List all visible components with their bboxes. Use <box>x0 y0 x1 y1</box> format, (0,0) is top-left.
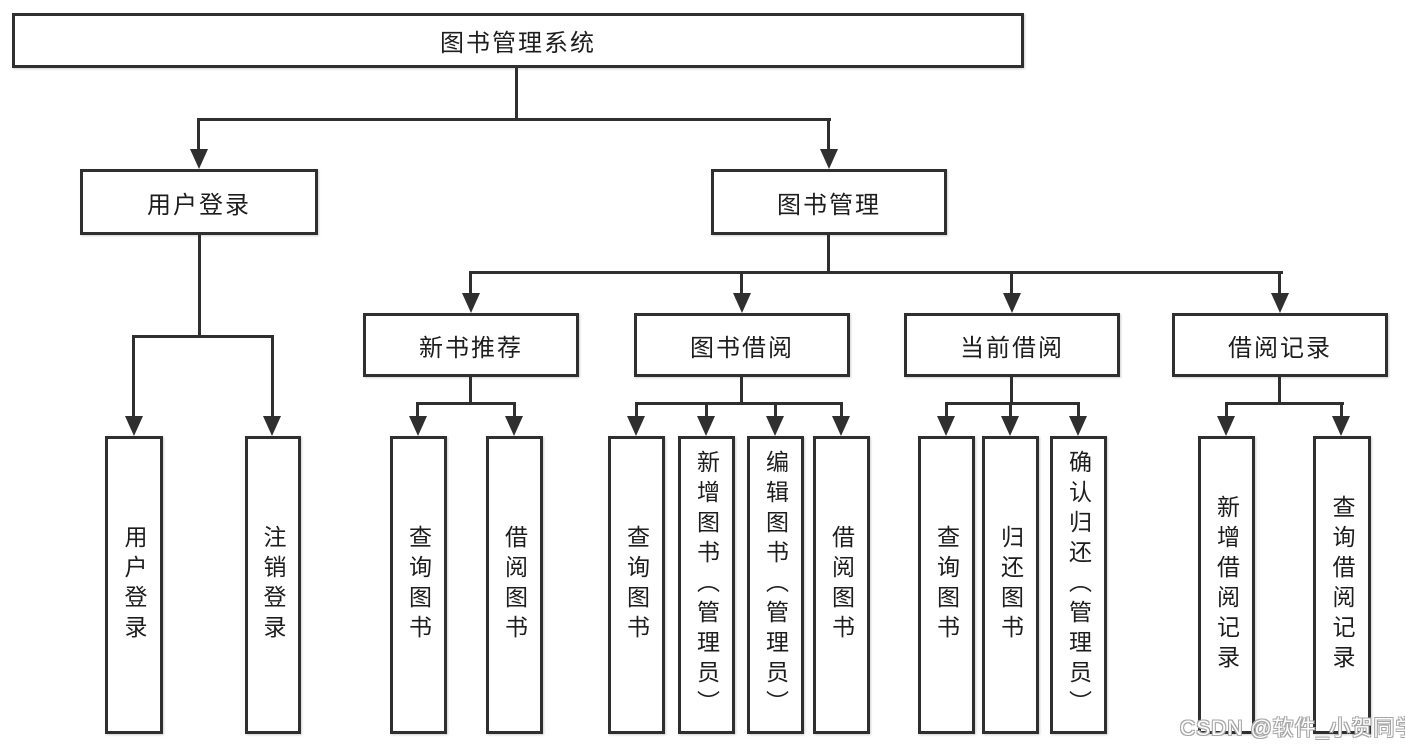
node-new-book-recommendation: 新书推荐 <box>363 313 579 377</box>
arrow-down-icon <box>409 416 427 436</box>
connector-new-book-hline <box>416 402 516 405</box>
arrow-down-icon <box>937 416 955 436</box>
connector-borrowing-records-stub <box>1278 377 1281 405</box>
connector-book-borrowing-stub <box>740 377 743 405</box>
leaf-logout: 注销登录 <box>245 436 301 734</box>
arrow-down-icon <box>1069 416 1087 436</box>
arrow-down-icon <box>627 416 645 436</box>
connector-user-login-stub <box>198 235 201 338</box>
connector-root-hline <box>198 118 831 121</box>
connector-to-current-borrowing <box>1010 271 1013 295</box>
connector-book-management-hline <box>469 271 1283 274</box>
leaf-recommend-query-books: 查询图书 <box>390 436 447 734</box>
connector-to-book-management <box>827 118 830 150</box>
arrow-down-icon <box>1001 416 1019 436</box>
connector-book-management-stub <box>827 235 830 274</box>
arrow-down-icon <box>1217 416 1235 436</box>
arrow-down-icon <box>125 416 143 436</box>
connector-leaf-line <box>774 402 777 419</box>
connector-leaf-line <box>1009 402 1012 419</box>
connector-leaf-line <box>840 402 843 419</box>
connector-root-stub <box>515 68 518 120</box>
leaf-borrow-add-books-admin: 新增图书（管理员） <box>678 436 735 734</box>
node-user-login: 用户登录 <box>80 169 318 235</box>
arrow-down-icon <box>1003 293 1021 313</box>
connector-leaf-line <box>945 402 948 419</box>
arrow-down-icon <box>820 149 838 169</box>
node-book-borrowing: 图书借阅 <box>634 313 850 377</box>
arrow-down-icon <box>263 416 281 436</box>
connector-book-borrowing-hline <box>635 402 843 405</box>
leaf-current-confirm-return-admin: 确认归还（管理员） <box>1050 436 1107 734</box>
leaf-recommend-borrow-books: 借阅图书 <box>486 436 543 734</box>
connector-to-book-borrowing <box>740 271 743 295</box>
connector-new-book-stub <box>469 377 472 405</box>
node-book-management: 图书管理 <box>711 169 947 235</box>
arrow-down-icon <box>1332 416 1350 436</box>
arrow-down-icon <box>733 293 751 313</box>
connector-leaf-line <box>513 402 516 419</box>
connector-to-new-book <box>469 271 472 295</box>
leaf-user-login: 用户登录 <box>105 436 163 734</box>
arrow-down-icon <box>697 416 715 436</box>
connector-to-leaf-logout <box>271 335 274 419</box>
connector-current-borrowing-hline <box>945 402 1080 405</box>
leaf-borrow-borrow-books: 借阅图书 <box>813 436 870 734</box>
leaf-current-query-books: 查询图书 <box>918 436 975 734</box>
arrow-down-icon <box>190 149 208 169</box>
connector-to-borrowing-records <box>1278 271 1281 295</box>
connector-to-leaf-user-login <box>132 335 135 419</box>
arrow-down-icon <box>766 416 784 436</box>
leaf-records-add-record: 新增借阅记录 <box>1198 436 1255 734</box>
arrow-down-icon <box>832 416 850 436</box>
leaf-records-query-record: 查询借阅记录 <box>1313 436 1371 734</box>
arrow-down-icon <box>1271 293 1289 313</box>
connector-leaf-line <box>705 402 708 419</box>
node-library-system: 图书管理系统 <box>12 13 1024 68</box>
leaf-borrow-edit-books-admin: 编辑图书（管理员） <box>747 436 804 734</box>
arrow-down-icon <box>462 293 480 313</box>
connector-leaf-line <box>1077 402 1080 419</box>
arrow-down-icon <box>505 416 523 436</box>
connector-leaf-line <box>416 402 419 419</box>
leaf-current-return-books: 归还图书 <box>982 436 1039 734</box>
csdn-watermark: CSDN @软件_小贺同学 <box>1180 717 1405 740</box>
connector-to-user-login <box>197 118 200 150</box>
leaf-borrow-query-books: 查询图书 <box>608 436 665 734</box>
connector-leaf-line <box>635 402 638 419</box>
node-current-borrowing: 当前借阅 <box>904 313 1120 377</box>
connector-user-login-hline <box>132 335 274 338</box>
connector-borrowing-records-hline <box>1225 402 1344 405</box>
connector-leaf-line <box>1340 402 1343 419</box>
connector-current-borrowing-stub <box>1010 377 1013 405</box>
connector-leaf-line <box>1225 402 1228 419</box>
node-borrowing-records: 借阅记录 <box>1172 313 1388 377</box>
